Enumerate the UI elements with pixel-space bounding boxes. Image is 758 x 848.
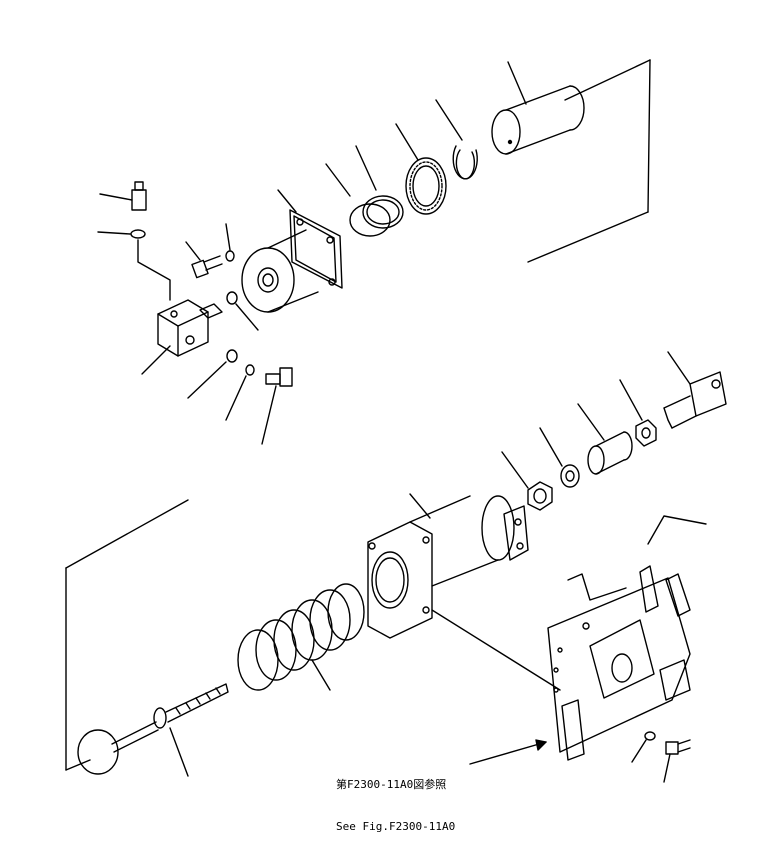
lower-assembly-frame xyxy=(66,500,188,770)
figure-reference-note: 第F2300-11A0図参照 See Fig.F2300-11A0 xyxy=(336,750,455,848)
o-ring-mid-1 xyxy=(227,292,258,330)
reference-note-jp: 第F2300-11A0図参照 xyxy=(336,778,447,791)
cylinder-body xyxy=(242,190,342,312)
washer-center xyxy=(540,428,579,487)
nut-center xyxy=(502,452,552,510)
seal-rings xyxy=(326,146,403,236)
hex-bolt-lower xyxy=(664,740,690,782)
bearing xyxy=(396,124,446,214)
lock-nut-right xyxy=(620,380,656,446)
rod-end-clevis xyxy=(664,352,726,428)
upper-assembly-frame xyxy=(528,60,650,262)
spacer-sleeve xyxy=(578,404,632,474)
o-ring-mid-2 xyxy=(188,350,237,398)
reference-note-en: See Fig.F2300-11A0 xyxy=(336,820,456,833)
o-ring-top xyxy=(98,230,170,300)
elbow-fitting xyxy=(262,368,292,444)
snap-ring xyxy=(436,100,477,179)
push-rod xyxy=(78,684,228,776)
reference-arrow xyxy=(470,740,546,764)
grease-fitting-top xyxy=(100,182,146,210)
mounting-bracket xyxy=(432,516,706,760)
spring-housing xyxy=(368,494,528,638)
piston xyxy=(492,62,584,154)
hex-bolt-upper xyxy=(186,242,222,278)
washer-lower xyxy=(632,732,655,762)
valve-block xyxy=(142,300,222,374)
o-ring-mid-3 xyxy=(226,365,254,420)
coil-spring xyxy=(238,584,364,690)
washer-upper xyxy=(226,224,234,261)
